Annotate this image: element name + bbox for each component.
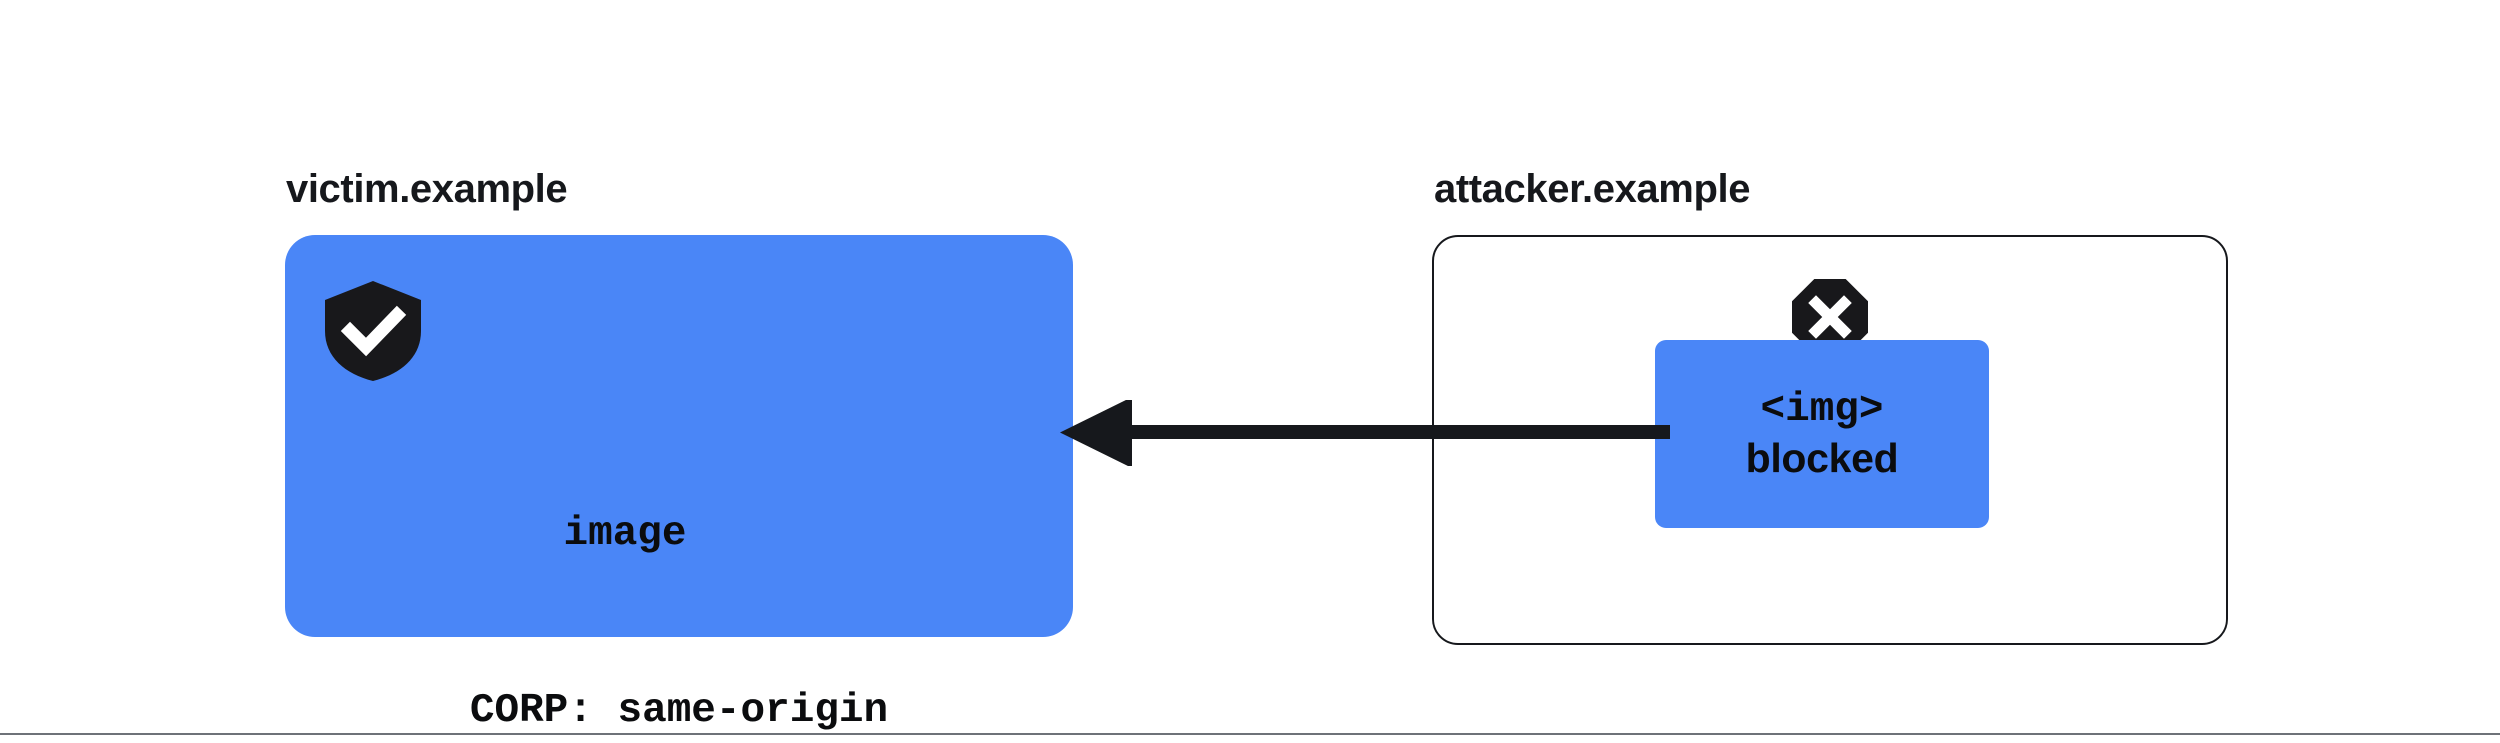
octagon-x-icon	[1792, 279, 1868, 355]
attacker-origin-panel: <img> blocked	[1432, 235, 2228, 645]
victim-origin-label: victim.example	[286, 167, 568, 211]
shield-check-icon	[325, 281, 421, 381]
victim-resource-text: image CORP: same-origin	[285, 387, 1073, 743]
img-tag-label: <img>	[1760, 387, 1884, 433]
blocked-request-arrow	[1060, 397, 1670, 468]
victim-resource-name: image	[563, 511, 687, 557]
blocked-image-chip: <img> blocked	[1655, 340, 1989, 528]
attacker-origin-label: attacker.example	[1434, 167, 1751, 211]
victim-origin-panel: image CORP: same-origin	[285, 235, 1073, 734]
blocked-status-label: blocked	[1745, 435, 1899, 481]
bottom-divider	[0, 733, 2500, 735]
victim-corp-header: CORP: same-origin	[469, 688, 889, 734]
